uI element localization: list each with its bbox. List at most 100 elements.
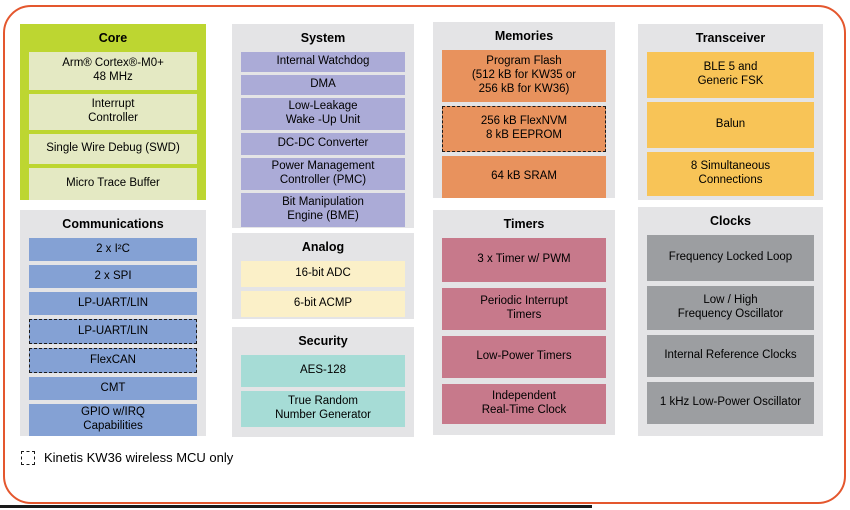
block-system-5-line-1: Engine (BME) [287, 210, 359, 222]
block-communications-2: LP-UART/LIN [29, 292, 197, 315]
block-communications-3: LP-UART/LIN [29, 319, 197, 344]
block-clocks-1-line-0: Low / High [703, 294, 758, 307]
block-timers-1-line-0: Periodic Interrupt [480, 295, 568, 308]
block-core-2: Single Wire Debug (SWD) [29, 134, 197, 164]
panel-title-clocks: Clocks [710, 214, 751, 228]
block-clocks-1-line-1: Frequency Oscillator [677, 308, 784, 320]
block-timers-2-line-0: Low-Power Timers [476, 350, 572, 363]
block-memories-0-line-0: Program Flash [486, 55, 562, 68]
block-communications-3-line-0: LP-UART/LIN [77, 324, 149, 337]
block-system-0-line-0: Internal Watchdog [276, 55, 370, 68]
block-clocks-3: 1 kHz Low-Power Oscillator [647, 382, 814, 424]
block-communications-1-line-0: 2 x SPI [94, 269, 132, 282]
block-communications-6-line-0: GPIO w/IRQ [81, 406, 145, 419]
bottom-edge-line [0, 505, 592, 508]
block-core-0: Arm® Cortex®-M0+48 MHz [29, 52, 197, 90]
block-communications-4-line-0: FlexCAN [89, 353, 136, 366]
block-security-0-line-0: AES-128 [299, 364, 347, 377]
block-communications-1: 2 x SPI [29, 265, 197, 288]
block-analog-1: 6-bit ACMP [241, 291, 405, 317]
block-transceiver-0-line-0: BLE 5 and [703, 61, 758, 74]
block-security-1-line-1: Number Generator [275, 409, 371, 421]
legend: Kinetis KW36 wireless MCU only [21, 450, 233, 465]
block-analog-1-line-0: 6-bit ACMP [293, 297, 353, 310]
block-core-2-line-0: Single Wire Debug (SWD) [46, 142, 180, 155]
panel-items-analog: 16-bit ADC 6-bit ACMP [241, 261, 405, 319]
block-transceiver-2-line-1: Connections [698, 174, 763, 186]
panel-title-core: Core [98, 31, 128, 45]
block-transceiver-2-line-0: 8 Simultaneous [690, 160, 771, 173]
block-security-1-line-0: True Random [288, 395, 358, 408]
block-clocks-0-line-0: Frequency Locked Loop [668, 251, 793, 264]
block-system-3: DC-DC Converter [241, 133, 405, 155]
block-system-2-line-0: Low-Leakage [288, 100, 358, 113]
block-clocks-0: Frequency Locked Loop [647, 235, 814, 281]
block-memories-2-line-0: 64 kB SRAM [491, 170, 557, 183]
block-core-3: Micro Trace Buffer [29, 168, 197, 200]
block-core-0-line-1: 48 MHz [93, 71, 133, 83]
block-system-1: DMA [241, 75, 405, 95]
block-system-3-line-0: DC-DC Converter [277, 137, 369, 150]
panel-title-transceiver: Transceiver [695, 31, 766, 45]
panel-title-system: System [300, 31, 346, 45]
block-communications-4: FlexCAN [29, 348, 197, 373]
panel-title-security: Security [298, 334, 348, 348]
block-system-5-line-0: Bit Manipulation [282, 196, 364, 209]
block-communications-2-line-0: LP-UART/LIN [77, 296, 149, 309]
block-clocks-2: Internal Reference Clocks [647, 335, 814, 377]
block-system-1-line-0: DMA [310, 78, 336, 91]
block-transceiver-1: Balun [647, 102, 814, 148]
block-timers-1-line-1: Timers [506, 309, 542, 321]
block-timers-0-line-0: 3 x Timer w/ PWM [477, 253, 571, 266]
panel-items-communications: 2 x I²C 2 x SPI LP-UART/LIN LP-UART/LIN Flex… [29, 238, 197, 436]
panel-title-analog: Analog [301, 240, 345, 254]
block-timers-2: Low-Power Timers [442, 336, 606, 378]
block-memories-1-line-0: 256 kB FlexNVM [480, 115, 568, 128]
block-clocks-3-line-0: 1 kHz Low-Power Oscillator [659, 396, 802, 409]
block-system-4-line-1: Controller (PMC) [279, 174, 367, 186]
block-communications-0-line-0: 2 x I²C [96, 242, 130, 255]
block-system-0: Internal Watchdog [241, 52, 405, 72]
panel-timers: Timers 3 x Timer w/ PWM Periodic Interrupt… [433, 210, 615, 435]
block-timers-0: 3 x Timer w/ PWM [442, 238, 606, 282]
block-core-1-line-1: Controller [88, 112, 138, 124]
block-core-3-line-0: Micro Trace Buffer [66, 177, 160, 190]
block-memories-1-line-1: 8 kB EEPROM [485, 129, 563, 141]
dashed-box-legend-icon [21, 450, 35, 465]
block-analog-0: 16-bit ADC [241, 261, 405, 287]
panel-analog: Analog 16-bit ADC 6-bit ACMP [232, 233, 414, 319]
panel-title-memories: Memories [494, 29, 554, 43]
block-communications-5-line-0: CMT [100, 381, 126, 394]
block-core-1-line-0: Interrupt [91, 98, 135, 111]
block-memories-0-line-1: (512 kB for KW35 or [471, 69, 577, 82]
legend-label: Kinetis KW36 wireless MCU only [44, 450, 234, 465]
block-core-0-line-0: Arm® Cortex®-M0+ [62, 57, 164, 70]
block-clocks-2-line-0: Internal Reference Clocks [664, 349, 797, 362]
block-analog-0-line-0: 16-bit ADC [295, 267, 351, 280]
block-communications-6-line-1: Capabilities [83, 420, 143, 432]
block-system-2-line-1: Wake -Up Unit [285, 114, 361, 126]
